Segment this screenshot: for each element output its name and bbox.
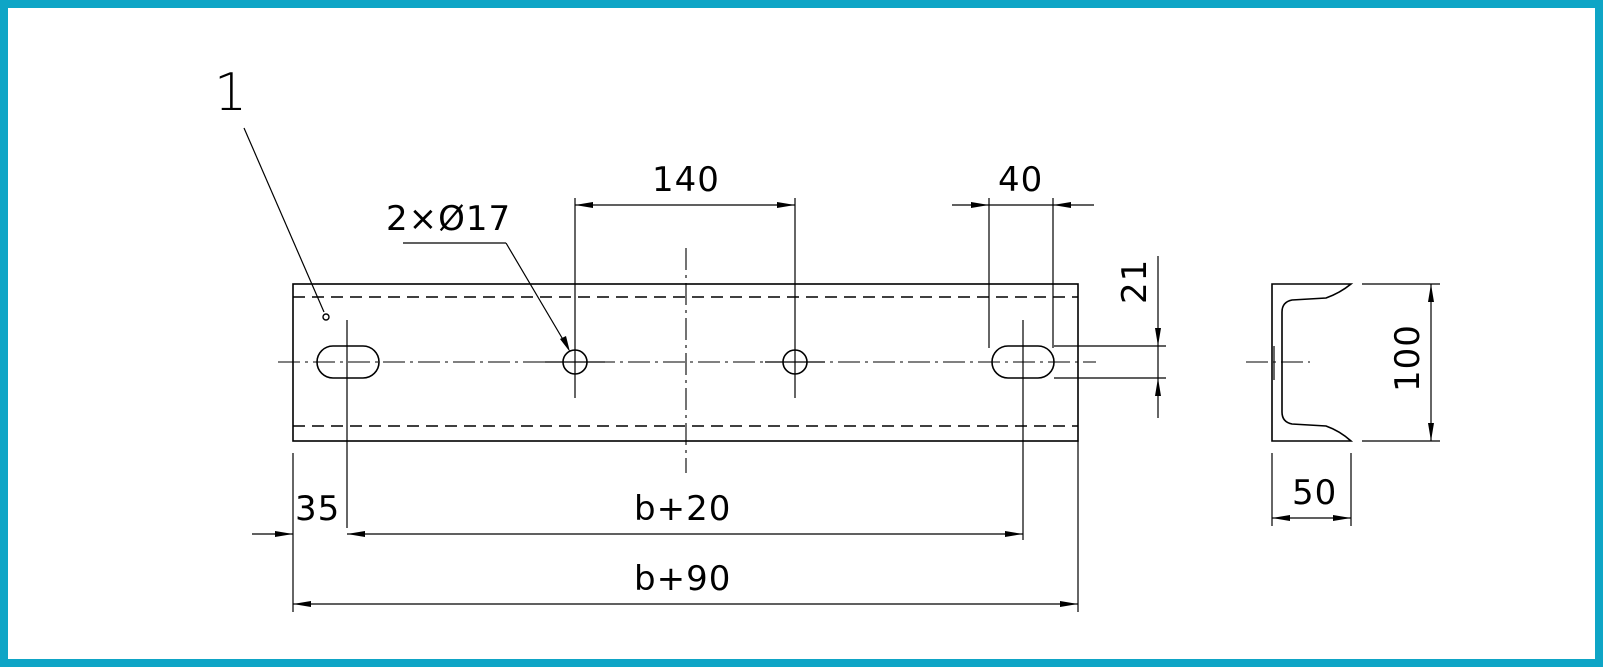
dim-100-arrow-top [1428, 284, 1434, 302]
dim-b90-arrow-right [1060, 601, 1078, 607]
dim-b20-arrow-left [347, 531, 365, 537]
hole-callout-leader [505, 242, 569, 349]
dim-35-text: 35 [295, 489, 340, 529]
dim-21-arrow-top [1155, 328, 1161, 346]
part-label: 1 [214, 63, 247, 123]
dim-140-text: 140 [652, 160, 720, 200]
dim-21-text: 21 [1115, 259, 1155, 304]
dim-40-arrow-right [1053, 202, 1071, 208]
dim-50-arrow-left [1272, 515, 1290, 521]
dim-100-text: 100 [1388, 324, 1428, 392]
dim-21-arrow-bottom [1155, 378, 1161, 396]
technical-drawing: 1 140 2×Ø17 40 21 35 [214, 63, 1440, 612]
dim-140-arrow-right [777, 202, 795, 208]
hole-callout-arrow [560, 336, 570, 352]
dim-b90-arrow-left [293, 601, 311, 607]
dim-50-arrow-right [1333, 515, 1351, 521]
part-leader-dot [322, 313, 330, 321]
part-leader-line [243, 127, 325, 313]
left-slot [316, 345, 380, 379]
dim-b20-arrow-right [1005, 531, 1023, 537]
dim-b90-text: b+90 [634, 559, 731, 599]
dim-40-arrow-left [971, 202, 989, 208]
dim-b20-text: b+20 [634, 489, 731, 529]
dim-50-text: 50 [1292, 473, 1337, 513]
dim-140-arrow-left [575, 202, 593, 208]
dim-35-arrow-left [275, 531, 293, 537]
dim-100-arrow-bottom [1428, 423, 1434, 441]
dim-40-text: 40 [998, 160, 1043, 200]
hole-callout-text: 2×Ø17 [386, 199, 511, 239]
channel-profile [1271, 283, 1354, 442]
